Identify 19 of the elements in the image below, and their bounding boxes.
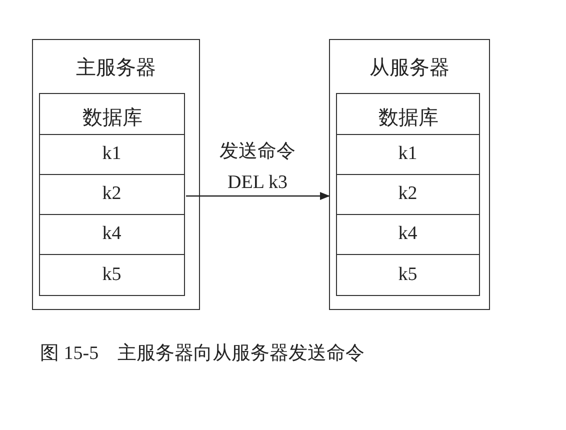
server-box <box>329 39 490 310</box>
table-row: k1 <box>336 134 480 174</box>
server-box <box>32 39 200 310</box>
box-heading: 主服务器 <box>75 56 157 81</box>
database-table <box>336 93 480 296</box>
table-row: k2 <box>38 174 185 214</box>
edge-label: 发送命令 DEL k3 <box>218 140 296 195</box>
caption: 图 15-5 主服务器向从服务器发送命令 <box>40 342 365 366</box>
table-heading: 数据库 <box>81 106 144 132</box>
table-row: k2 <box>336 174 480 214</box>
arrow <box>186 192 330 200</box>
table-row: k4 <box>336 214 480 254</box>
table-row: k1 <box>38 134 185 174</box>
table-heading: 数据库 <box>377 106 440 132</box>
database-table <box>39 93 186 296</box>
box-heading: 从服务器 <box>368 56 450 81</box>
table-row: k5 <box>38 254 185 296</box>
table-row: k4 <box>38 214 185 254</box>
table-row: k5 <box>336 254 480 296</box>
